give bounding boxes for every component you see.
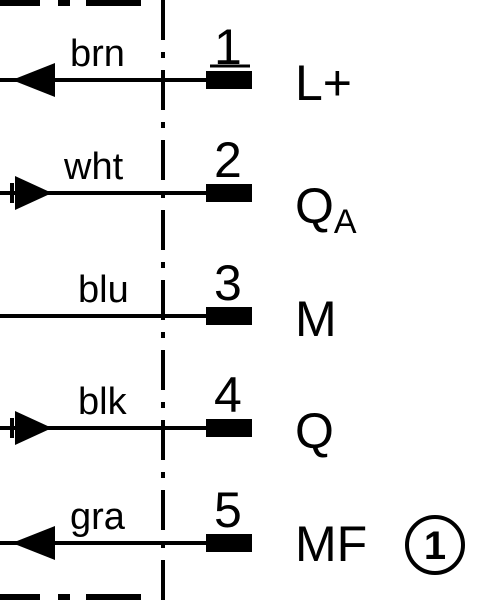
wire-color-label: brn bbox=[70, 33, 125, 75]
arrow-out-icon bbox=[15, 176, 52, 210]
footnote-number: 1 bbox=[424, 524, 446, 568]
pin-row-3: blu 3 M bbox=[0, 255, 337, 347]
footnote-circle-icon bbox=[405, 515, 465, 575]
pin-row-4: blk 4 Q bbox=[0, 367, 334, 459]
arrow-in-icon bbox=[12, 63, 55, 97]
pin-terminal bbox=[206, 184, 252, 202]
pin-number: 1 bbox=[214, 19, 242, 75]
top-border bbox=[0, 0, 141, 6]
pin-terminal bbox=[206, 419, 252, 437]
signal-name: L+ bbox=[295, 55, 352, 111]
arrow-out-icon bbox=[15, 411, 52, 445]
pin-terminal bbox=[206, 534, 252, 552]
pin-number: 4 bbox=[214, 367, 242, 423]
signal-name: Q bbox=[295, 403, 334, 459]
wire-color-label: wht bbox=[63, 146, 124, 188]
signal-name: MF bbox=[295, 516, 367, 572]
wire-color-label: blu bbox=[78, 269, 129, 311]
bottom-border bbox=[0, 594, 141, 600]
arrow-in-icon bbox=[12, 526, 55, 560]
signal-name: M bbox=[295, 291, 337, 347]
pin-number: 5 bbox=[214, 482, 242, 538]
pin-row-1: brn 1 L+ bbox=[0, 19, 352, 111]
pin-number: 2 bbox=[214, 132, 242, 188]
pin-terminal bbox=[206, 71, 252, 89]
wire-color-label: blk bbox=[78, 381, 128, 423]
pin-terminal bbox=[206, 307, 252, 325]
pin-row-2: wht 2 QA bbox=[0, 132, 357, 241]
wire-color-label: gra bbox=[70, 496, 126, 538]
signal-name: QA bbox=[295, 178, 357, 241]
pin-number: 3 bbox=[214, 255, 242, 311]
pin-row-5: gra 5 MF 1 bbox=[0, 482, 465, 575]
